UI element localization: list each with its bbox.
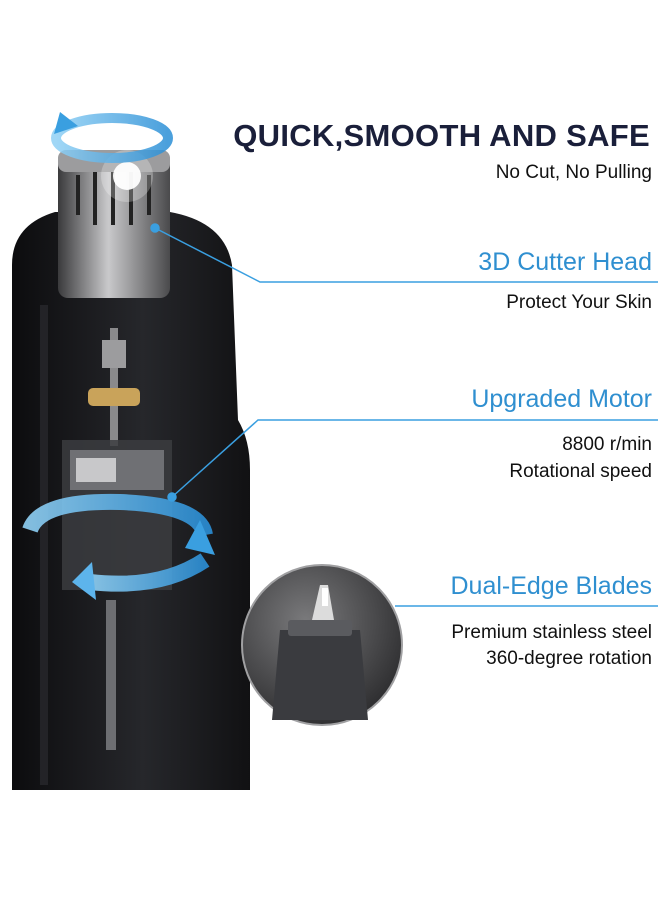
motor-internals xyxy=(62,328,172,750)
blade-magnifier xyxy=(241,564,403,726)
feature-line-motor-speed: 8800 r/min xyxy=(562,434,652,455)
feature-title-blades: Dual-Edge Blades xyxy=(450,572,652,600)
rotation-arrow-icon xyxy=(51,112,173,163)
feature-line-blades-rotation: 360-degree rotation xyxy=(486,648,652,669)
headline-title: QUICK,SMOOTH AND SAFE xyxy=(233,118,650,153)
rotation-arrow-icon xyxy=(22,493,215,600)
feature-title-motor: Upgraded Motor xyxy=(471,385,652,413)
callout-lines xyxy=(150,223,658,607)
feature-line-motor-label: Rotational speed xyxy=(509,461,652,482)
feature-line-blades-material: Premium stainless steel xyxy=(451,622,652,643)
feature-line-cutter-head: Protect Your Skin xyxy=(506,292,652,313)
headline-subtitle: No Cut, No Pulling xyxy=(495,162,652,183)
feature-title-cutter-head: 3D Cutter Head xyxy=(478,248,652,276)
